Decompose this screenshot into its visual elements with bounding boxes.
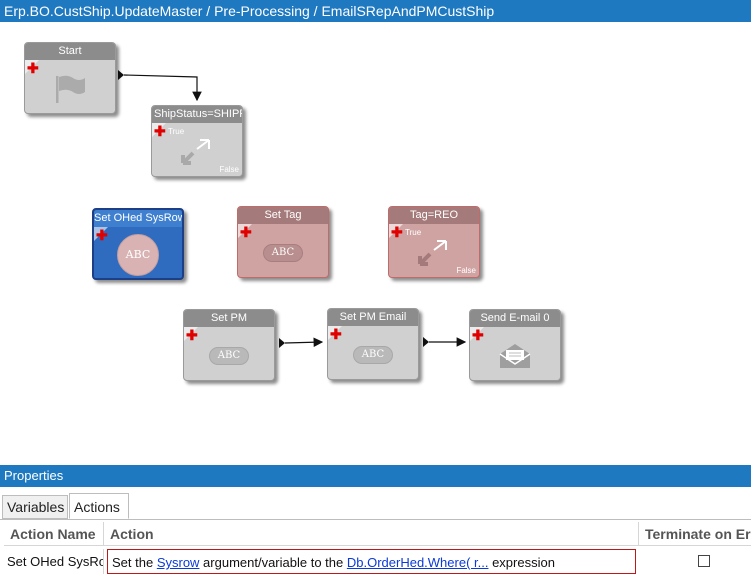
workflow-node-start[interactable]: Start ✚	[24, 42, 116, 114]
expression-link[interactable]: Db.OrderHed.Where( r...	[346, 555, 489, 570]
node-title: Set Tag	[238, 207, 328, 224]
false-label: False	[219, 165, 239, 174]
abc-icon: ABC	[94, 232, 182, 278]
table-row-action[interactable]: Set the Sysrow argument/variable to the …	[107, 549, 636, 574]
window-title: Erp.BO.CustShip.UpdateMaster / Pre-Proce…	[0, 0, 751, 22]
abc-icon-text: ABC	[209, 347, 249, 365]
tab-actions[interactable]: Actions	[69, 493, 129, 519]
true-label: True	[405, 228, 422, 237]
node-title: Tag=REO	[389, 207, 479, 224]
abc-icon: ABC	[238, 229, 328, 277]
workflow-node-send-email[interactable]: Send E-mail 0 ✚	[469, 309, 561, 381]
workflow-node-set-pm[interactable]: Set PM ✚ ABC	[183, 309, 275, 381]
abc-icon: ABC	[184, 332, 274, 380]
workflow-canvas[interactable]: Start ✚ ShipStatus=SHIPPED ✚ True False …	[0, 22, 751, 465]
actions-grid: Action Name Action Terminate on Error Se…	[0, 519, 751, 578]
false-label: False	[456, 266, 476, 275]
add-icon[interactable]: ✚	[96, 227, 108, 243]
column-header-action-name[interactable]: Action Name	[4, 522, 104, 546]
column-header-action[interactable]: Action	[104, 522, 639, 546]
node-title: Set OHed SysRow	[94, 210, 182, 227]
add-icon[interactable]: ✚	[27, 60, 39, 76]
connector-start-to-shipstatus	[123, 74, 202, 102]
tab-variables[interactable]: Variables	[2, 495, 68, 519]
setpmemail-port-icon	[423, 337, 429, 347]
start-port-icon	[118, 70, 124, 80]
workflow-node-set-pm-email[interactable]: Set PM Email ✚ ABC	[327, 308, 419, 380]
sysrow-link[interactable]: Sysrow	[156, 555, 200, 570]
envelope-icon	[470, 332, 560, 380]
flag-icon	[25, 65, 115, 113]
abc-icon-text: ABC	[353, 346, 393, 364]
workflow-node-set-tag[interactable]: Set Tag ✚ ABC	[237, 206, 329, 278]
add-icon[interactable]: ✚	[330, 326, 342, 342]
properties-tabs: Variables Actions	[0, 487, 751, 519]
setpm-port-icon	[279, 338, 285, 348]
true-label: True	[168, 127, 185, 136]
column-header-terminate-on-error[interactable]: Terminate on Error	[639, 522, 751, 546]
node-title: ShipStatus=SHIPPED	[152, 106, 242, 123]
abc-icon: ABC	[328, 331, 418, 379]
properties-header: Properties	[0, 465, 751, 487]
add-icon[interactable]: ✚	[186, 327, 198, 343]
add-icon[interactable]: ✚	[472, 327, 484, 343]
abc-icon-text: ABC	[117, 234, 159, 276]
add-icon[interactable]: ✚	[154, 123, 166, 139]
terminate-on-error-checkbox[interactable]	[698, 555, 710, 567]
workflow-node-shipstatus[interactable]: ShipStatus=SHIPPED ✚ True False	[151, 105, 243, 177]
workflow-node-set-ohed-sysrow[interactable]: Set OHed SysRow ✚ ABC	[92, 208, 184, 280]
node-title: Set PM	[184, 310, 274, 327]
connector-layer	[118, 70, 467, 348]
condition-arrows-icon	[389, 229, 479, 277]
connector-setpm-to-setpmemail	[284, 337, 324, 348]
workflow-node-tag-reo[interactable]: Tag=REO ✚ True False	[388, 206, 480, 278]
node-title: Send E-mail 0	[470, 310, 560, 327]
add-icon[interactable]: ✚	[391, 224, 403, 240]
add-icon[interactable]: ✚	[240, 224, 252, 240]
node-title: Start	[25, 43, 115, 60]
node-title: Set PM Email	[328, 309, 418, 326]
abc-icon-text: ABC	[263, 244, 303, 262]
table-row-action-name[interactable]: Set OHed SysRow	[4, 549, 104, 574]
condition-arrows-icon	[152, 128, 242, 176]
